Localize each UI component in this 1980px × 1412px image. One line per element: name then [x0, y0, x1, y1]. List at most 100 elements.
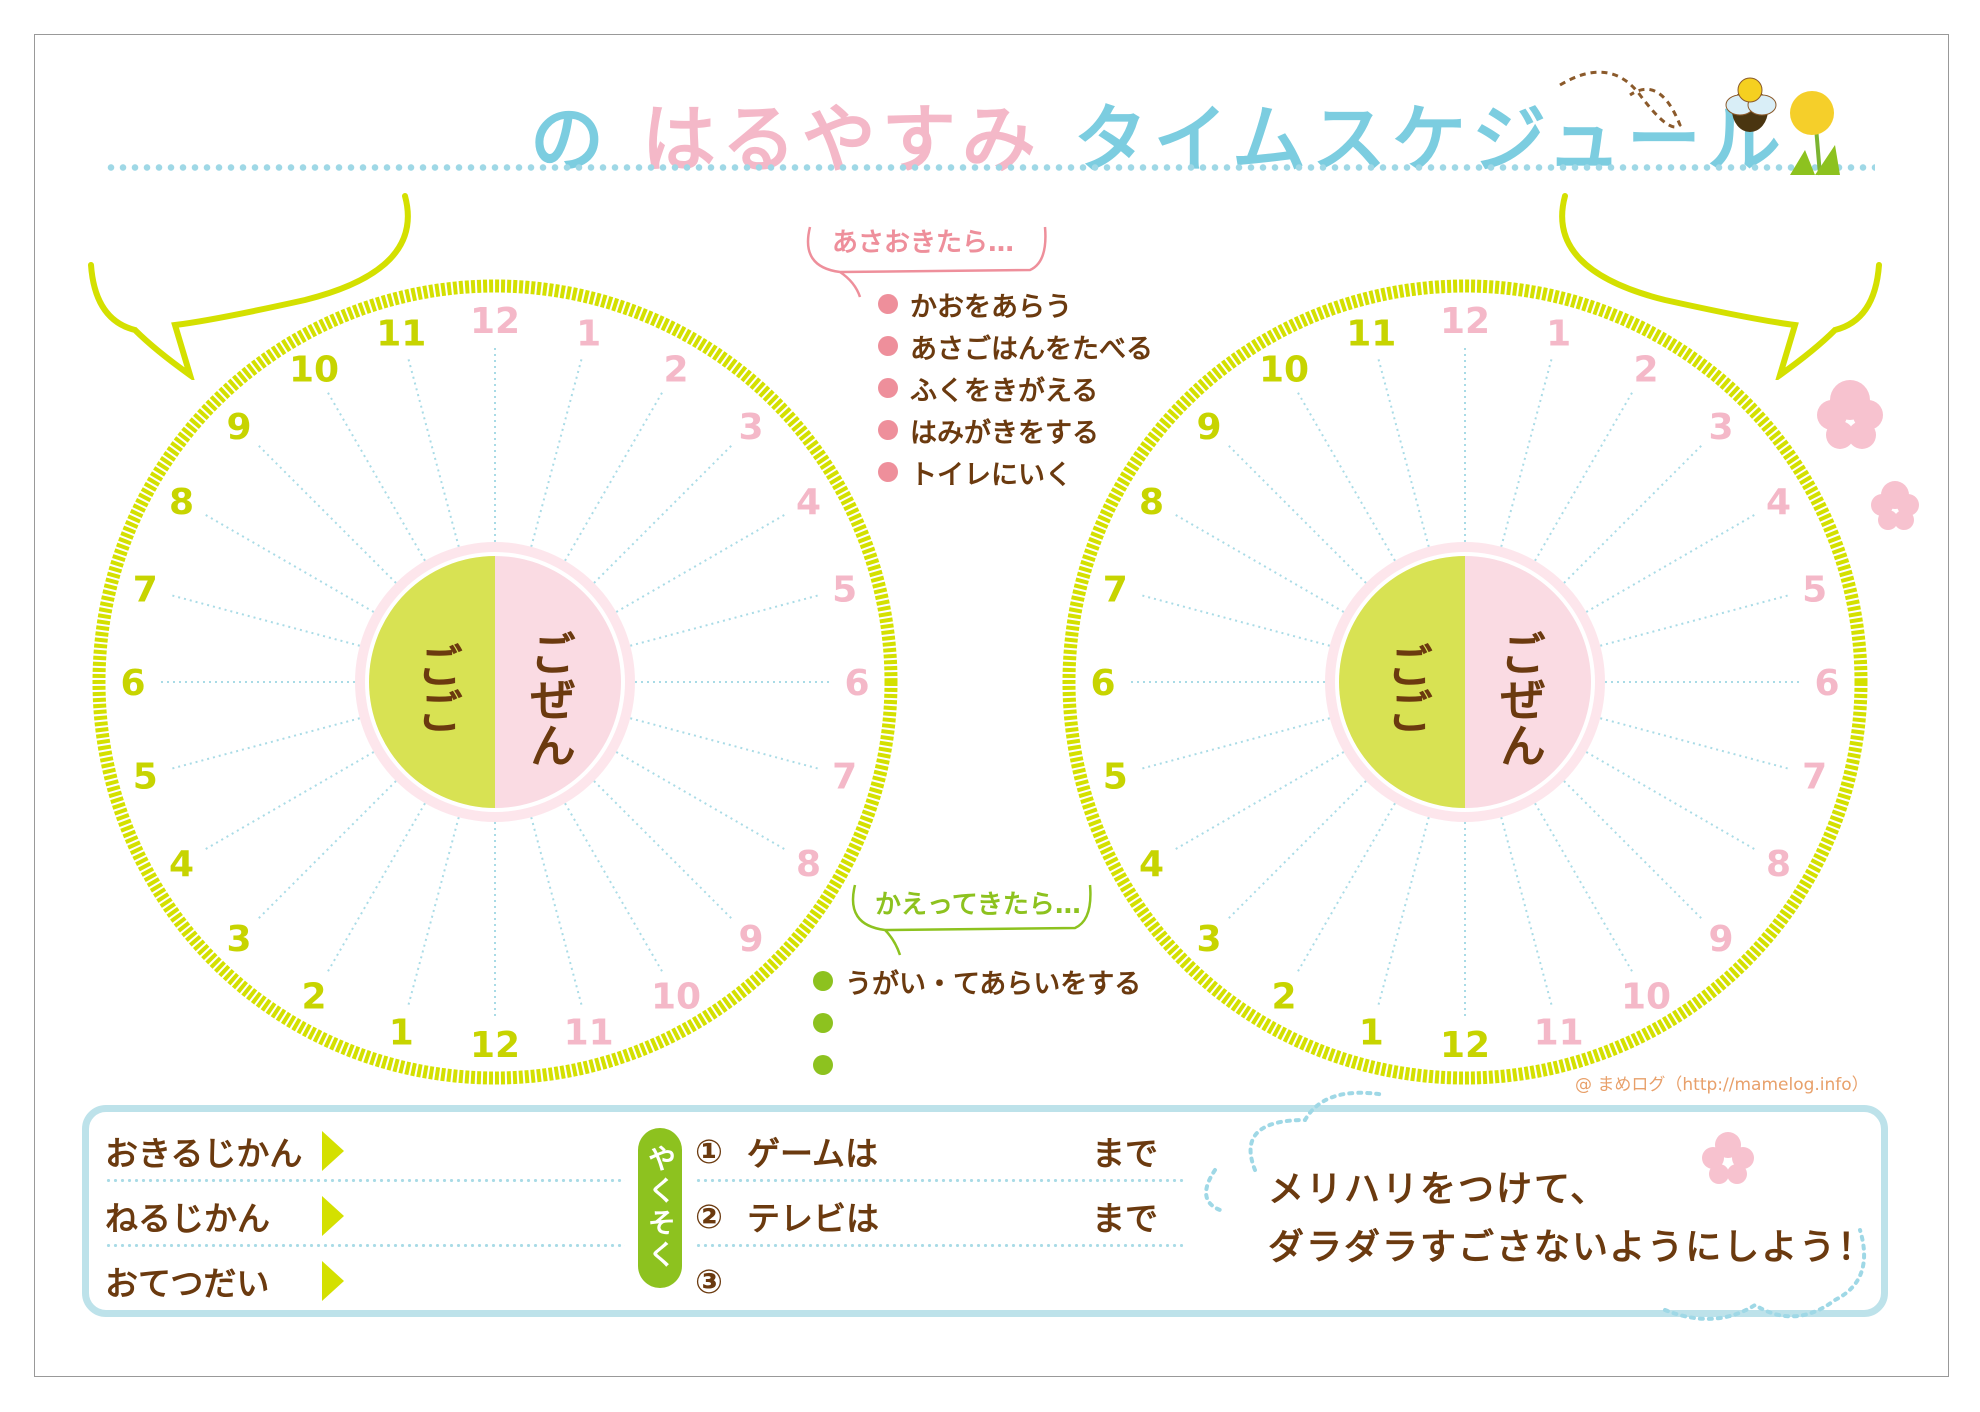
hour-ray: [407, 358, 460, 548]
promise-item[interactable]: ③: [695, 1255, 1185, 1307]
hour-label-am: 3: [1708, 407, 1733, 448]
hour-ray: [593, 444, 733, 584]
promise-item[interactable]: ② テレビは まで: [695, 1190, 1185, 1242]
hour-ray: [1227, 444, 1367, 584]
row-chores[interactable]: おてつだい: [105, 1255, 625, 1307]
row-label: おてつだい: [105, 1264, 270, 1303]
hour-label-am: 5: [1802, 569, 1827, 610]
hour-label-pm: 4: [169, 844, 194, 885]
arrow-icon: [322, 1131, 344, 1171]
hour-label-am: 1: [1546, 313, 1571, 354]
bullet-icon: [878, 462, 898, 482]
hour-ray: [615, 751, 786, 851]
am-label: ごぜん: [523, 630, 577, 768]
arrow-icon: [322, 1196, 344, 1236]
hour-label-pm: 8: [1139, 482, 1164, 523]
divider: [105, 1244, 625, 1247]
hour-ray: [171, 594, 361, 647]
hour-ray: [530, 358, 583, 548]
hour-ray: [564, 391, 664, 562]
hour-label-am: 5: [832, 569, 857, 610]
hour-ray: [1377, 358, 1430, 548]
pm-half: [369, 556, 495, 808]
promise-number: ①: [695, 1131, 723, 1171]
title-dotted-line: [105, 164, 1875, 171]
list-item[interactable]: [813, 1002, 1141, 1044]
item-text: トイレにいく: [910, 459, 1072, 491]
row-wake-time[interactable]: おきるじかん: [105, 1125, 625, 1177]
hour-label-pm: 5: [133, 757, 158, 798]
promise-until: まで: [1092, 1199, 1158, 1238]
message-cloud: [1204, 1090, 1867, 1321]
hour-label-am: 8: [1766, 844, 1791, 885]
pm-label: ごご: [1380, 642, 1434, 734]
hour-label-am: 11: [1534, 1013, 1584, 1054]
hour-ray: [1500, 816, 1553, 1006]
bullet-icon: [813, 1013, 833, 1033]
hour-ray: [629, 594, 819, 647]
hour-label-am: 4: [1766, 482, 1791, 523]
bee-dandelion-illustration: [1559, 70, 1840, 176]
item-text: あさごはんをたべる: [910, 333, 1153, 365]
hour-ray: [1296, 802, 1396, 973]
bullet-icon: [878, 378, 898, 398]
divider: [105, 1179, 625, 1182]
list-item[interactable]: [813, 1044, 1141, 1086]
am-label: ごぜん: [1493, 630, 1547, 768]
hour-label-pm: 11: [376, 313, 426, 354]
am-half: [495, 556, 621, 808]
hour-ray: [1296, 391, 1396, 562]
promise-text: ゲームは: [747, 1134, 879, 1173]
hour-ray: [1141, 594, 1331, 647]
hour-label-pm: 9: [226, 407, 251, 448]
list-item: ふくをきがえる: [878, 367, 1153, 409]
hour-ray: [593, 780, 733, 920]
hour-ray: [204, 751, 375, 851]
row-sleep-time[interactable]: ねるじかん: [105, 1190, 625, 1242]
hour-label-pm: 3: [1196, 919, 1221, 960]
hour-label-pm: 1: [1359, 1013, 1384, 1054]
hour-ray: [326, 391, 426, 562]
pm-label: ごご: [410, 642, 464, 734]
promise-text: テレビは: [747, 1199, 879, 1238]
hour-label-pm: 5: [1103, 757, 1128, 798]
left-speech-bubble: [88, 193, 411, 380]
item-text: うがい・てあらいをする: [845, 968, 1142, 1000]
hour-label-am: 6: [1814, 663, 1839, 704]
hour-label-am: 11: [564, 1013, 614, 1054]
am-half: [1465, 556, 1591, 808]
hour-label-am: 1: [576, 313, 601, 354]
right-speech-bubble: [1559, 193, 1882, 380]
hour-label-am: 2: [1633, 349, 1658, 390]
hour-label-pm: 6: [1090, 663, 1115, 704]
promise-until: まで: [1092, 1134, 1158, 1173]
item-text: かおをあらう: [910, 291, 1072, 323]
sakura-icon: [1702, 1132, 1754, 1184]
hour-label-pm: 11: [1346, 313, 1396, 354]
promise-number: ②: [695, 1196, 723, 1236]
divider: [695, 1179, 1185, 1182]
hour-ray: [564, 802, 664, 973]
hour-ray: [1585, 513, 1756, 613]
bullet-icon: [878, 336, 898, 356]
row-label: ねるじかん: [105, 1199, 270, 1238]
hour-ray: [407, 816, 460, 1006]
hour-label-am: 10: [651, 977, 701, 1018]
hour-label-am: 8: [796, 844, 821, 885]
list-item: トイレにいく: [878, 451, 1153, 493]
clock-ring: [1062, 279, 1868, 1085]
hour-label-am: 12: [1440, 301, 1490, 342]
hour-label-am: 7: [1802, 757, 1827, 798]
promise-number: ③: [695, 1261, 723, 1301]
hour-ray: [615, 513, 786, 613]
hour-ray: [257, 780, 397, 920]
hour-ray: [1563, 444, 1703, 584]
hour-label-am: 9: [1708, 919, 1733, 960]
promise-item[interactable]: ① ゲームは まで: [695, 1125, 1185, 1177]
hour-ray: [1563, 780, 1703, 920]
hour-label-pm: 8: [169, 482, 194, 523]
hour-ray: [1227, 780, 1367, 920]
